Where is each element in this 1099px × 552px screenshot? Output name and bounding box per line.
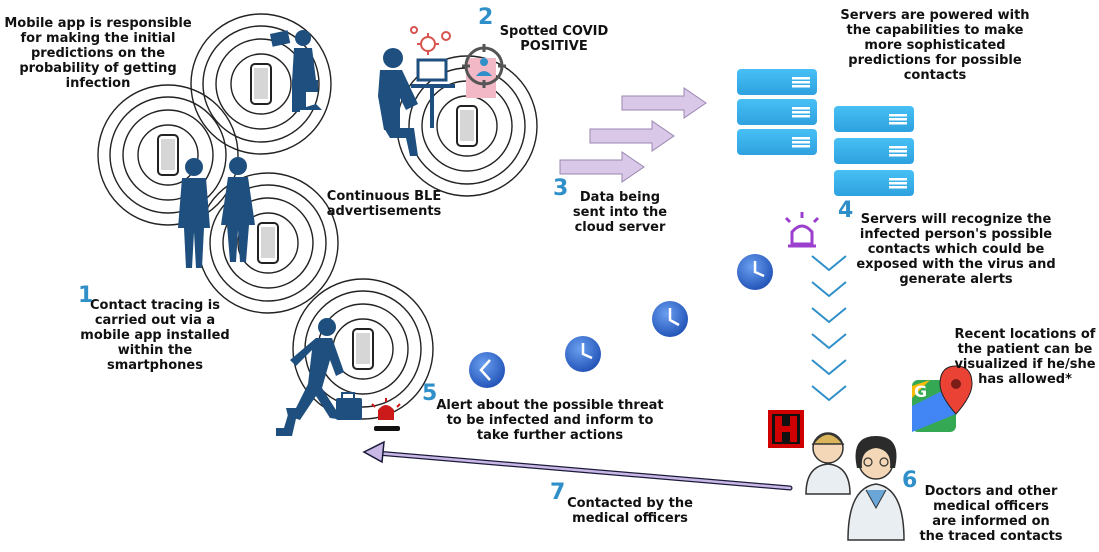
step-3-number: 3 [553, 176, 569, 201]
running-man-icon [276, 318, 362, 436]
step-2-line: Spotted COVID [499, 24, 609, 39]
step-5-label: Alert about the possible threat to be in… [420, 398, 680, 443]
hospital-sign-icon [768, 410, 804, 448]
locations-note-line: has allowed* [978, 372, 1072, 387]
step-5-line: Alert about the possible threat [436, 398, 664, 413]
mobile-app-note-line: probability of getting [19, 61, 177, 76]
ble-note-line: Continuous BLE [326, 189, 442, 204]
alarm-siren-icon [784, 212, 820, 248]
clock-icon [652, 301, 688, 337]
phone-rings-bottom [197, 172, 339, 314]
signal-chevrons [811, 255, 847, 402]
step-1-label: Contact tracing is carried out via a mob… [70, 298, 240, 373]
step-5-line: to be infected and inform to [446, 413, 654, 428]
step-7-number: 7 [550, 480, 566, 505]
step-4-label: Servers will recognize the infected pers… [848, 212, 1064, 287]
step-7-label: Contacted by the medical officers [560, 496, 700, 526]
step-6-number: 6 [902, 468, 918, 493]
locations-note-line: Recent locations of [954, 327, 1096, 342]
step-4-line: exposed with the virus and [856, 257, 1056, 272]
servers-note-line: more sophisticated [864, 38, 1006, 53]
data-arrows [559, 87, 707, 183]
step-6-line: the traced contacts [919, 529, 1063, 544]
mobile-app-note: Mobile app is responsible for making the… [2, 16, 194, 91]
target-person-icon [462, 44, 506, 98]
maps-letter: G [914, 382, 928, 401]
servers-note-line: the capabilities to make [846, 23, 1024, 38]
step-4-line: Servers will recognize the [860, 212, 1052, 227]
step-4-line: infected person's possible [859, 227, 1053, 242]
maps-pin-icon [912, 365, 973, 432]
step-4-line: generate alerts [899, 272, 1013, 287]
servers-note-line: predictions for possible [848, 53, 1022, 68]
step-6-line: are informed on [932, 514, 1050, 529]
alarm-light-icon [371, 398, 401, 431]
step-3-label: Data being sent into the cloud server [560, 190, 680, 235]
step-3-line: sent into the [572, 205, 668, 220]
step-3-line: Data being [579, 190, 661, 205]
ble-note-line: advertisements [326, 204, 442, 219]
clock-icon [565, 336, 601, 372]
server-stack-left [737, 69, 817, 155]
step-1-line: Contact tracing is [90, 298, 220, 313]
step-7-line: Contacted by the [567, 496, 693, 511]
mobile-app-note-line: predictions on the [30, 46, 166, 61]
step-5-number: 5 [422, 381, 438, 406]
contact-arrow [362, 440, 793, 491]
virus-icon [410, 26, 451, 55]
phone-rings-left [97, 84, 239, 226]
servers-note: Servers are powered with the capabilitie… [820, 8, 1050, 83]
person-laptop-icon [269, 30, 322, 112]
clock-icon [737, 254, 773, 290]
business-people-icon [178, 157, 255, 268]
step-2-label: Spotted COVID POSITIVE [494, 24, 614, 54]
step-7-line: medical officers [572, 511, 688, 526]
mobile-app-note-line: infection [65, 76, 131, 91]
clock-icon [469, 352, 505, 388]
doctors-icon [805, 432, 905, 541]
locations-note-line: the patient can be [957, 342, 1093, 357]
servers-note-line: contacts [903, 68, 967, 83]
step-2-number: 2 [478, 5, 494, 30]
step-4-number: 4 [838, 198, 854, 223]
step-1-number: 1 [78, 283, 94, 308]
person-computer-icon [378, 48, 455, 156]
server-stack-right [834, 106, 914, 196]
step-6-line: medical officers [933, 499, 1049, 514]
step-6-label: Doctors and other medical officers are i… [908, 484, 1074, 544]
mobile-app-note-line: for making the initial [20, 31, 176, 46]
step-4-line: contacts which could be [867, 242, 1045, 257]
step-1-line: smartphones [107, 358, 203, 373]
step-1-line: within the [117, 343, 193, 358]
step-5-line: take further actions [476, 428, 624, 443]
servers-note-line: Servers are powered with [840, 8, 1030, 23]
step-1-line: carried out via a [94, 313, 216, 328]
step-3-line: cloud server [574, 220, 666, 235]
mobile-app-note-line: Mobile app is responsible [4, 16, 192, 31]
step-2-line: POSITIVE [520, 39, 588, 54]
ble-note: Continuous BLE advertisements [322, 189, 446, 219]
step-1-line: mobile app installed [80, 328, 230, 343]
locations-note: Recent locations of the patient can be v… [950, 327, 1099, 387]
step-6-line: Doctors and other [924, 484, 1058, 499]
locations-note-line: visualized if he/she [954, 357, 1096, 372]
